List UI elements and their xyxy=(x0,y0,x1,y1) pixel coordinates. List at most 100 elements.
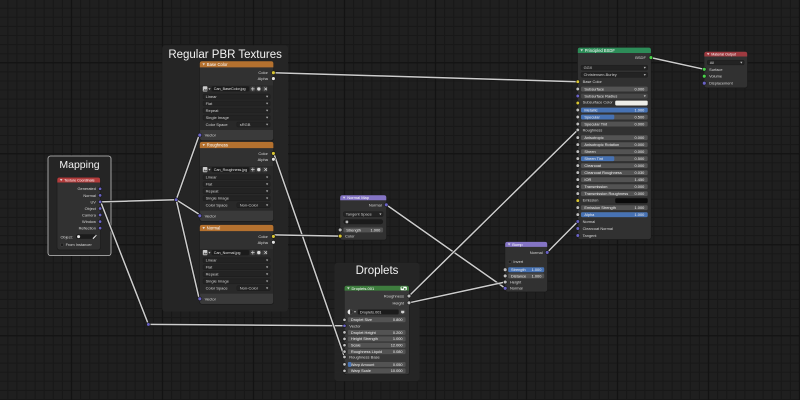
svg-text:Volume: Volume xyxy=(709,74,722,79)
svg-text:Subsurface: Subsurface xyxy=(584,86,604,91)
svg-text:Can_Roughness.jpg: Can_Roughness.jpg xyxy=(214,168,247,172)
svg-text:Roughness: Roughness xyxy=(207,143,228,148)
svg-text:1.000: 1.000 xyxy=(635,205,646,210)
svg-text:1.000: 1.000 xyxy=(532,273,543,278)
svg-text:Base Color: Base Color xyxy=(583,79,603,84)
svg-text:0.500: 0.500 xyxy=(635,156,646,161)
svg-text:Color: Color xyxy=(258,234,268,239)
svg-text:Sheen Tint: Sheen Tint xyxy=(584,156,604,161)
svg-text:Christensen-Burley: Christensen-Burley xyxy=(584,72,617,77)
svg-text:1.000: 1.000 xyxy=(635,212,646,217)
svg-text:Tangent: Tangent xyxy=(583,233,598,238)
svg-text:Tangent Space: Tangent Space xyxy=(346,211,372,216)
svg-text:Distance: Distance xyxy=(511,273,526,278)
svg-text:0.050: 0.050 xyxy=(393,362,404,367)
svg-text:Generated: Generated xyxy=(78,186,96,191)
svg-text:Camera: Camera xyxy=(82,213,97,218)
svg-text:Flat: Flat xyxy=(206,101,214,106)
svg-text:Alpha: Alpha xyxy=(258,76,269,81)
svg-text:1.000: 1.000 xyxy=(635,107,646,112)
svg-text:sRGB: sRGB xyxy=(240,122,251,127)
svg-text:1.450: 1.450 xyxy=(635,177,646,182)
svg-text:Transmission Roughness: Transmission Roughness xyxy=(584,191,628,196)
svg-text:0.000: 0.000 xyxy=(635,135,646,140)
svg-text:0.000: 0.000 xyxy=(635,184,646,189)
svg-text:Clearcoat Roughness: Clearcoat Roughness xyxy=(584,170,621,175)
svg-text:Clearcoat Normal: Clearcoat Normal xyxy=(583,226,613,231)
svg-text:Repeat: Repeat xyxy=(206,108,220,113)
svg-text:Linear: Linear xyxy=(206,94,218,99)
svg-text:Height: Height xyxy=(510,279,522,284)
svg-text:Height Strength: Height Strength xyxy=(351,336,378,341)
svg-text:Vector: Vector xyxy=(205,296,217,301)
svg-text:Specular: Specular xyxy=(584,114,600,119)
svg-text:10.000: 10.000 xyxy=(391,368,404,373)
svg-text:1.000: 1.000 xyxy=(532,267,543,272)
svg-text:Normal: Normal xyxy=(83,193,96,198)
svg-text:Color: Color xyxy=(258,70,268,75)
svg-text:Color: Color xyxy=(258,151,268,156)
svg-text:0.000: 0.000 xyxy=(635,149,646,154)
svg-text:12.000: 12.000 xyxy=(391,343,404,348)
svg-text:Height: Height xyxy=(392,300,404,305)
svg-text:Normal: Normal xyxy=(530,250,543,255)
svg-text:Vector: Vector xyxy=(349,323,361,328)
svg-text:Normal: Normal xyxy=(583,219,596,224)
svg-text:0.500: 0.500 xyxy=(635,114,646,119)
svg-text:Roughness: Roughness xyxy=(384,294,404,299)
svg-text:Anisotropic Rotation: Anisotropic Rotation xyxy=(584,142,619,147)
svg-text:Clearcoat: Clearcoat xyxy=(584,163,602,168)
svg-text:Alpha: Alpha xyxy=(584,212,595,217)
svg-text:Normal: Normal xyxy=(510,286,523,291)
svg-text:Invert: Invert xyxy=(513,259,524,264)
svg-text:Texture Coordinate: Texture Coordinate xyxy=(64,179,94,183)
svg-text:0.000: 0.000 xyxy=(635,121,646,126)
svg-text:Non-Color: Non-Color xyxy=(240,286,259,291)
svg-text:Roughness Liquid: Roughness Liquid xyxy=(351,349,382,354)
svg-text:1.000: 1.000 xyxy=(371,227,382,232)
svg-text:Roughness: Roughness xyxy=(583,127,603,132)
svg-text:BSDF: BSDF xyxy=(635,55,646,60)
svg-text:Emission Strength: Emission Strength xyxy=(584,205,616,210)
svg-text:Color Space: Color Space xyxy=(206,122,229,127)
svg-text:Normal Map: Normal Map xyxy=(347,195,370,200)
svg-text:Non-Color: Non-Color xyxy=(240,203,259,208)
svg-text:Droplet Height: Droplet Height xyxy=(351,330,377,335)
svg-text:Scale: Scale xyxy=(351,343,361,348)
svg-text:Vector: Vector xyxy=(205,213,217,218)
svg-text:From Instancer: From Instancer xyxy=(66,242,93,247)
svg-text:Mapping: Mapping xyxy=(59,159,99,171)
svg-text:Can_Normal.jpg: Can_Normal.jpg xyxy=(214,251,241,255)
svg-text:Reflection: Reflection xyxy=(79,226,96,231)
svg-text:Surface: Surface xyxy=(709,67,722,72)
svg-text:Base Color: Base Color xyxy=(207,62,228,67)
svg-text:0.200: 0.200 xyxy=(393,330,404,335)
svg-text:Strength: Strength xyxy=(511,267,526,272)
svg-text:GGX: GGX xyxy=(584,65,593,70)
svg-text:Sheen: Sheen xyxy=(584,149,595,154)
svg-text:Color Space: Color Space xyxy=(206,286,229,291)
svg-text:Regular PBR Textures: Regular PBR Textures xyxy=(168,49,282,61)
svg-text:Metallic: Metallic xyxy=(584,107,597,112)
svg-text:Repeat: Repeat xyxy=(206,188,220,193)
svg-text:Flat: Flat xyxy=(206,181,214,186)
svg-text:Strength: Strength xyxy=(346,227,361,232)
svg-text:Window: Window xyxy=(82,219,96,224)
svg-text:Subsurface Color: Subsurface Color xyxy=(583,100,614,105)
svg-text:Material Output: Material Output xyxy=(711,53,736,57)
svg-text:Single Image: Single Image xyxy=(206,279,230,284)
svg-text:Roughness Base: Roughness Base xyxy=(349,355,380,360)
svg-text:Specular Tint: Specular Tint xyxy=(584,121,608,126)
svg-text:Displacement: Displacement xyxy=(709,81,733,86)
svg-text:Color Space: Color Space xyxy=(206,203,229,208)
svg-text:Bump: Bump xyxy=(512,242,523,247)
svg-text:Alpha: Alpha xyxy=(258,157,269,162)
svg-text:1.000: 1.000 xyxy=(393,336,404,341)
svg-text:Can_BaseColor.jpg: Can_BaseColor.jpg xyxy=(214,87,246,91)
svg-text:Emission: Emission xyxy=(583,198,599,203)
svg-text:Single Image: Single Image xyxy=(206,196,230,201)
svg-text:IOR: IOR xyxy=(584,177,591,182)
svg-text:Repeat: Repeat xyxy=(206,271,220,276)
svg-text:Droplets: Droplets xyxy=(356,265,399,277)
svg-text:Linear: Linear xyxy=(206,258,218,263)
